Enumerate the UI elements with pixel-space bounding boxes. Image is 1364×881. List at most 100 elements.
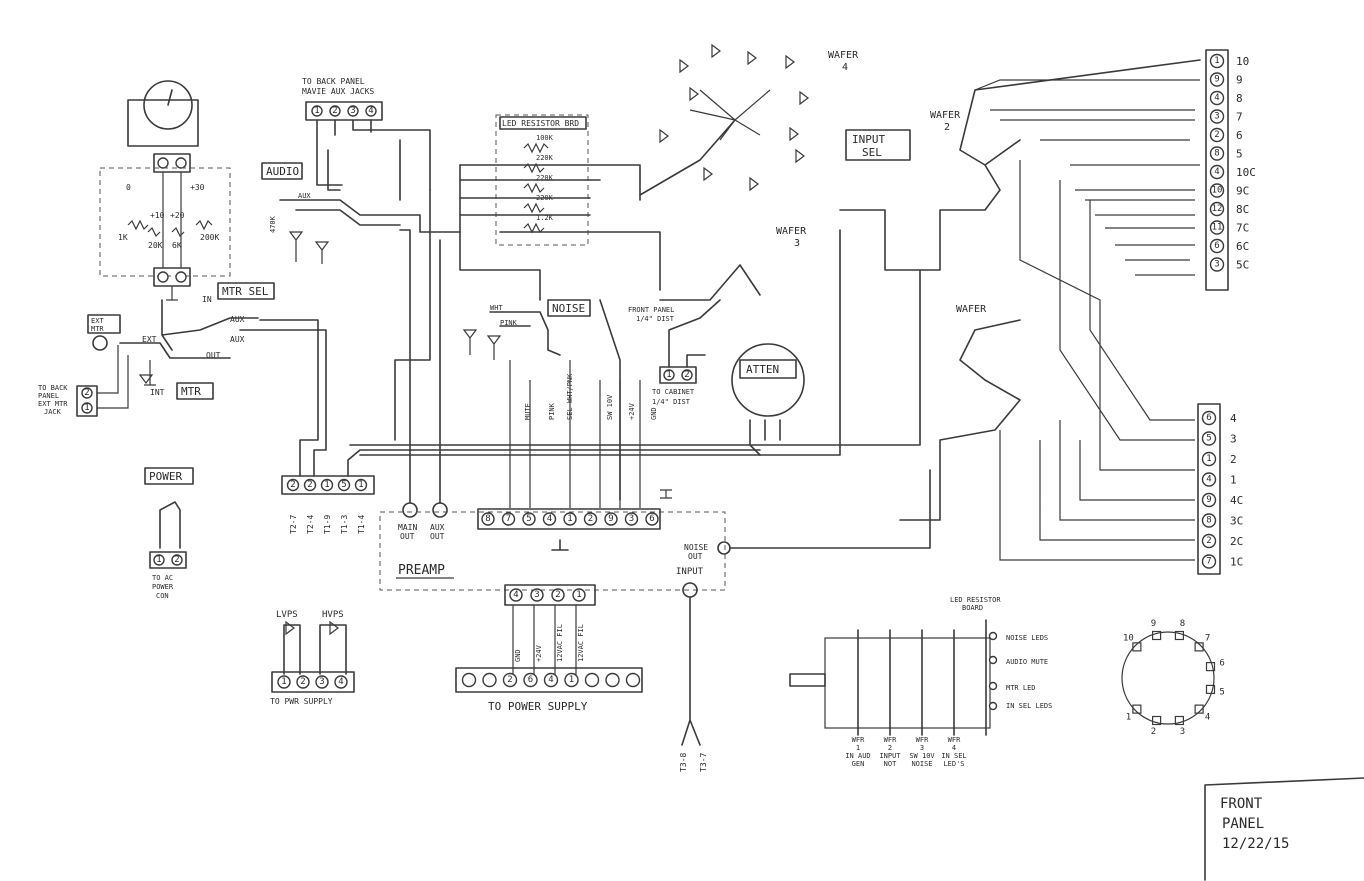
- wafer-assembly-label: 2: [888, 744, 892, 752]
- rc-bot-pin-num: 9: [1206, 495, 1211, 505]
- preamp-pin-num: 5: [526, 514, 531, 524]
- pwr4-pin-num: 2: [555, 590, 560, 600]
- dial-contact: [1152, 630, 1162, 641]
- power-label: POWER: [149, 470, 182, 483]
- svg-text:1/4" DIST: 1/4" DIST: [636, 315, 675, 323]
- svg-text:T3-8: T3-8: [679, 753, 688, 772]
- t-conn-pin: [286, 478, 300, 492]
- lvhv-pin: [296, 675, 310, 689]
- r-6k: 6K: [172, 241, 182, 250]
- svg-text:TO PWR SUPPLY: TO PWR SUPPLY: [270, 697, 333, 706]
- rc-bot-pin-num: 1: [1206, 454, 1211, 464]
- svg-text:470K: 470K: [269, 215, 277, 233]
- rc-top-label: 6C: [1236, 240, 1249, 253]
- rc-top-pin: [1209, 164, 1225, 180]
- svg-text:2: 2: [684, 370, 689, 380]
- wafer-assembly-label: GEN: [852, 760, 865, 768]
- mtr-sel-box: [217, 282, 275, 300]
- rc-bot-pin: [1201, 431, 1217, 446]
- rc-top-pin-num: 12: [1212, 204, 1223, 214]
- wafer-assembly-label: LED'S: [943, 760, 964, 768]
- t-conn-label: T1-9: [323, 515, 332, 534]
- svg-text:JACK: JACK: [44, 408, 62, 416]
- mtr-sel-in: IN: [202, 295, 212, 304]
- dial-contact: [1132, 642, 1142, 652]
- mtr-sel-section: MTR SEL IN EXT MTR EXT INT OUT AUX AUX M…: [87, 282, 275, 400]
- wafer2: WAFER 2: [839, 59, 1201, 271]
- lvhv-pin-num: 3: [319, 677, 324, 687]
- range-20: +20: [170, 211, 185, 220]
- rc-top-label: 10C: [1236, 166, 1256, 179]
- wafer4-label: WAFER: [828, 50, 859, 61]
- wafer-assembly-label: WFR: [884, 736, 897, 744]
- svg-text:OUT: OUT: [400, 532, 415, 541]
- preamp-pin: [542, 512, 557, 526]
- rc-top-pin: [1209, 109, 1225, 124]
- wafer-assembly-label: NOT: [884, 760, 897, 768]
- pss-pin-num: 2: [507, 675, 512, 685]
- lvhv-pin-num: 1: [281, 677, 286, 687]
- svg-text:OUT: OUT: [430, 532, 445, 541]
- pss-pin-num: 4: [548, 675, 553, 685]
- svg-text:100K: 100K: [536, 134, 554, 142]
- t-conn-pin-num: 1: [324, 480, 329, 490]
- t-conn-label: T2-7: [289, 515, 298, 534]
- wafer-to-connector-bundle: [974, 79, 1200, 561]
- rc-bot-pin: [1201, 492, 1217, 508]
- lvhv-pin-num: 4: [338, 677, 343, 687]
- atten-label: ATTEN: [746, 363, 779, 376]
- t-conn-pin-num: 2: [290, 480, 295, 490]
- input-sel: INPUT SEL: [845, 129, 911, 161]
- svg-text:1: 1: [84, 403, 89, 413]
- pss-pin-num: 6: [528, 675, 533, 685]
- bus-wires: [349, 164, 921, 508]
- main-out-jack: [402, 502, 418, 518]
- dial-number: 6: [1219, 659, 1224, 669]
- rc-top-label: 7C: [1236, 222, 1249, 235]
- preamp-wire-label: PINK: [548, 402, 556, 420]
- dial-contact: [1174, 630, 1184, 641]
- rc-top-label: 5: [1236, 148, 1243, 161]
- wafer-assembly-label: 1: [856, 744, 860, 752]
- rc-top-pin-num: 3: [1214, 260, 1219, 270]
- lvhv-pin-num: 2: [300, 677, 305, 687]
- power-section: POWER 1 2 TO AC POWER CON: [144, 467, 194, 600]
- svg-text:POWER: POWER: [152, 583, 174, 591]
- t-conn-pin-num: 1: [358, 480, 363, 490]
- svg-text:1: 1: [314, 106, 319, 116]
- rc-bot-label: 4C: [1230, 494, 1243, 507]
- pwr4-pin: [551, 588, 565, 602]
- ext-mtr-box: [87, 314, 121, 334]
- svg-text:CON: CON: [156, 592, 169, 600]
- mtr-sel-int: INT: [150, 388, 165, 397]
- power-supply-label: TO POWER SUPPLY: [488, 700, 588, 713]
- preamp-pin: [563, 512, 577, 526]
- dial-number: 3: [1180, 727, 1185, 737]
- dial-number: 2: [1151, 727, 1156, 737]
- rc-bot-label: 2: [1230, 453, 1237, 466]
- svg-text:EXT MTR: EXT MTR: [38, 400, 68, 408]
- rc-top-pin: [1209, 238, 1225, 254]
- svg-text:HVPS: HVPS: [322, 610, 344, 620]
- title-line1: FRONT: [1220, 796, 1263, 812]
- pss-pin: [502, 672, 518, 688]
- wafer4-led-ring: WAFER 4: [639, 43, 859, 196]
- t-conn-label: T1-4: [357, 515, 366, 534]
- svg-text:1/4" DIST: 1/4" DIST: [652, 398, 691, 406]
- svg-text:AUX: AUX: [430, 523, 445, 532]
- meter-section: 0 +10 +20 +30 1K 20K 6K 200K: [99, 80, 231, 301]
- pwr4-wire-label: 12VAC FIL: [556, 624, 564, 662]
- r-1k: 1K: [118, 233, 128, 242]
- svg-text:3: 3: [794, 238, 800, 249]
- audio-section: AUDIO AUX 470K: [261, 139, 461, 264]
- rc-top-pin-num: 10: [1212, 186, 1223, 196]
- pwr4-wire-label: 12VAC FIL: [577, 624, 585, 662]
- wafer-assembly-label: NOISE: [911, 760, 932, 768]
- ext-mtr-connector: TO BACK PANEL EXT MTR JACK 2 1: [38, 345, 129, 417]
- dial-number: 5: [1219, 687, 1224, 697]
- svg-text:1: 1: [666, 370, 671, 380]
- rc-top-pin: [1209, 201, 1225, 217]
